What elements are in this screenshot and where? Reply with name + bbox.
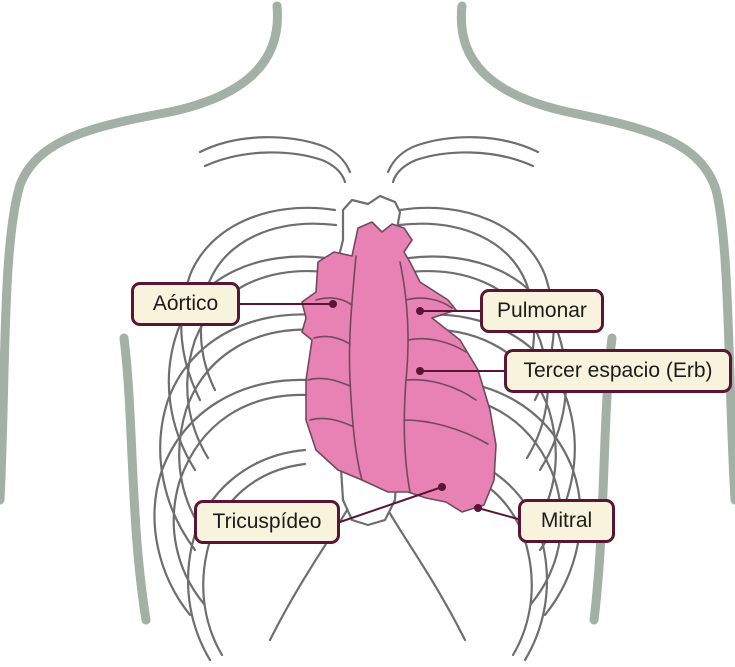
label-tricuspid: Tricuspídeo	[194, 500, 340, 544]
auscultation-points	[329, 300, 482, 512]
point-aortic	[329, 300, 337, 308]
point-mitral	[474, 504, 482, 512]
label-pulmonic: Pulmonar	[480, 289, 604, 333]
label-erb: Tercer espacio (Erb)	[504, 349, 732, 393]
point-erb	[416, 367, 424, 375]
leader-tricuspid	[339, 486, 443, 523]
label-aortic: Aórtico	[131, 282, 240, 326]
point-pulmonic	[416, 307, 424, 315]
leader-mitral	[477, 507, 519, 520]
label-mitral: Mitral	[518, 499, 615, 543]
leader-lines	[240, 303, 519, 523]
point-tricuspid	[438, 483, 446, 491]
heart	[301, 221, 497, 513]
